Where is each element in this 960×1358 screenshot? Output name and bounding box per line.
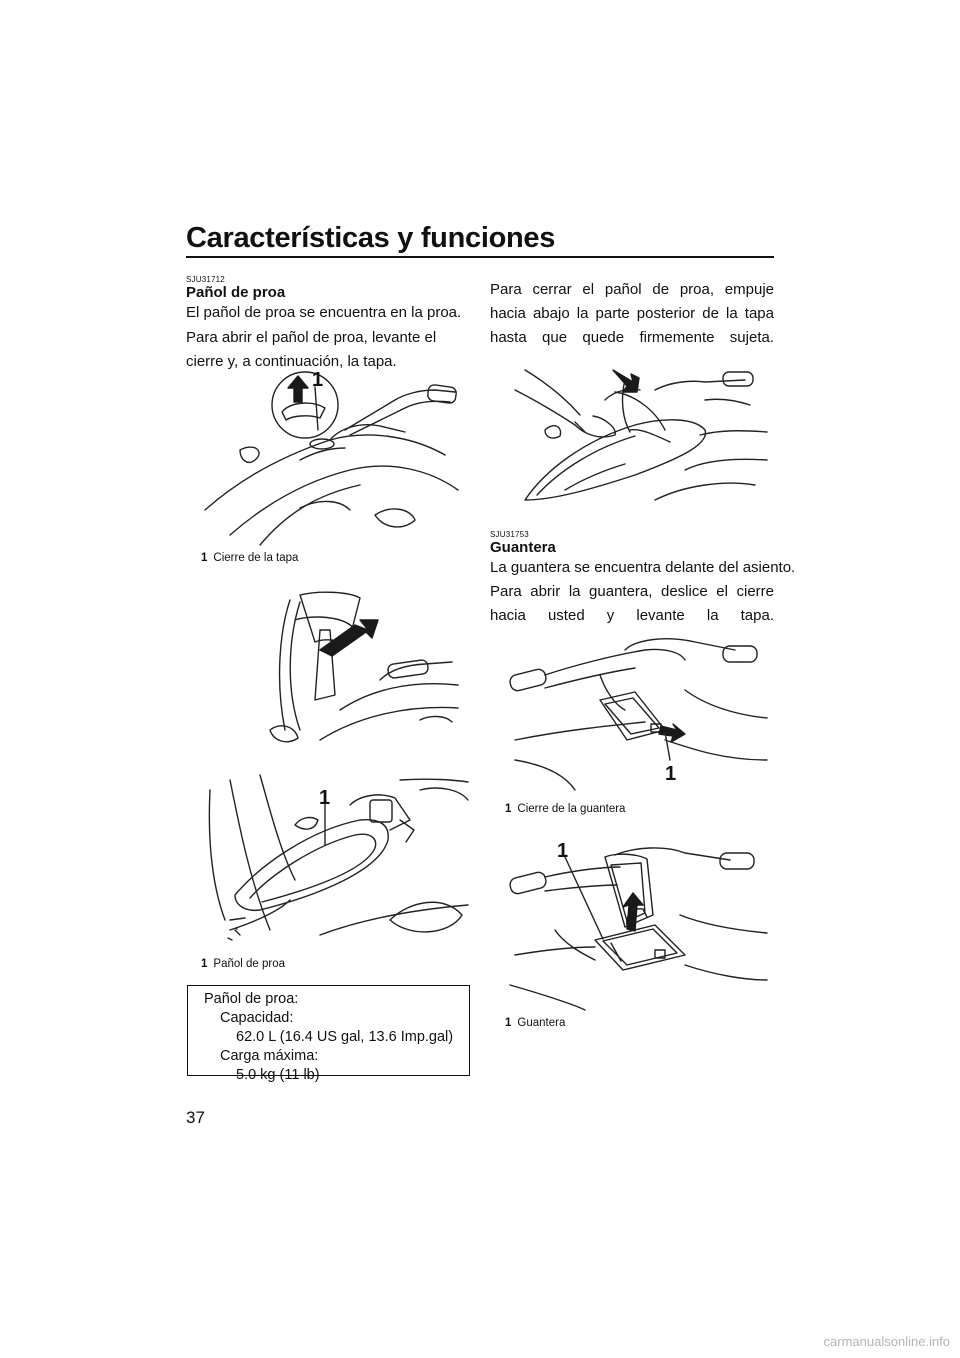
paragraph: El pañol de proa se encuentra en la proa… (186, 304, 462, 321)
illustration-close-lid (514, 369, 768, 501)
illustration-bow-latch: 1 (204, 369, 459, 546)
callout-number: 1 (312, 369, 323, 391)
spec-line: 5.0 kg (11 lb) (236, 1067, 320, 1083)
section-code: SJU31753 (490, 530, 529, 539)
section-code: SJU31712 (186, 275, 225, 284)
illustration-glovebox-latch: 1 (509, 638, 768, 791)
spec-line: 62.0 L (16.4 US gal, 13.6 Imp.gal) (236, 1029, 454, 1045)
page-number: 37 (186, 1108, 205, 1127)
spec-box: Pañol de proa: Capacidad: 62.0 L (16.4 U… (187, 985, 470, 1083)
section-heading: Guantera (490, 539, 556, 556)
watermark: carmanualsonline.info (823, 1334, 950, 1349)
paragraph: Para abrir el pañol de proa, levante el … (186, 329, 437, 370)
callout-number: 1 (319, 787, 330, 809)
section-heading: Pañol de proa (186, 284, 286, 301)
spec-line: Pañol de proa: (204, 991, 299, 1007)
page-title: Características y funciones (186, 222, 556, 254)
callout-number: 1 (665, 763, 676, 785)
illustration-bow-storage: 1 (208, 774, 469, 941)
callout-number: 1 (557, 840, 568, 862)
paragraph: Para cerrar el pañol de proa, empuje hac… (490, 281, 774, 346)
paragraph: Para abrir la guantera, deslice el cierr… (490, 583, 774, 624)
title-rule (186, 256, 774, 258)
illustration-glovebox-open: 1 (509, 840, 768, 1011)
spec-line: Carga máxima: (220, 1048, 319, 1064)
paragraph: La guantera se encuentra delante del asi… (490, 559, 796, 576)
spec-line: Capacidad: (220, 1010, 294, 1026)
illustration-bow-lid-open (269, 591, 459, 743)
